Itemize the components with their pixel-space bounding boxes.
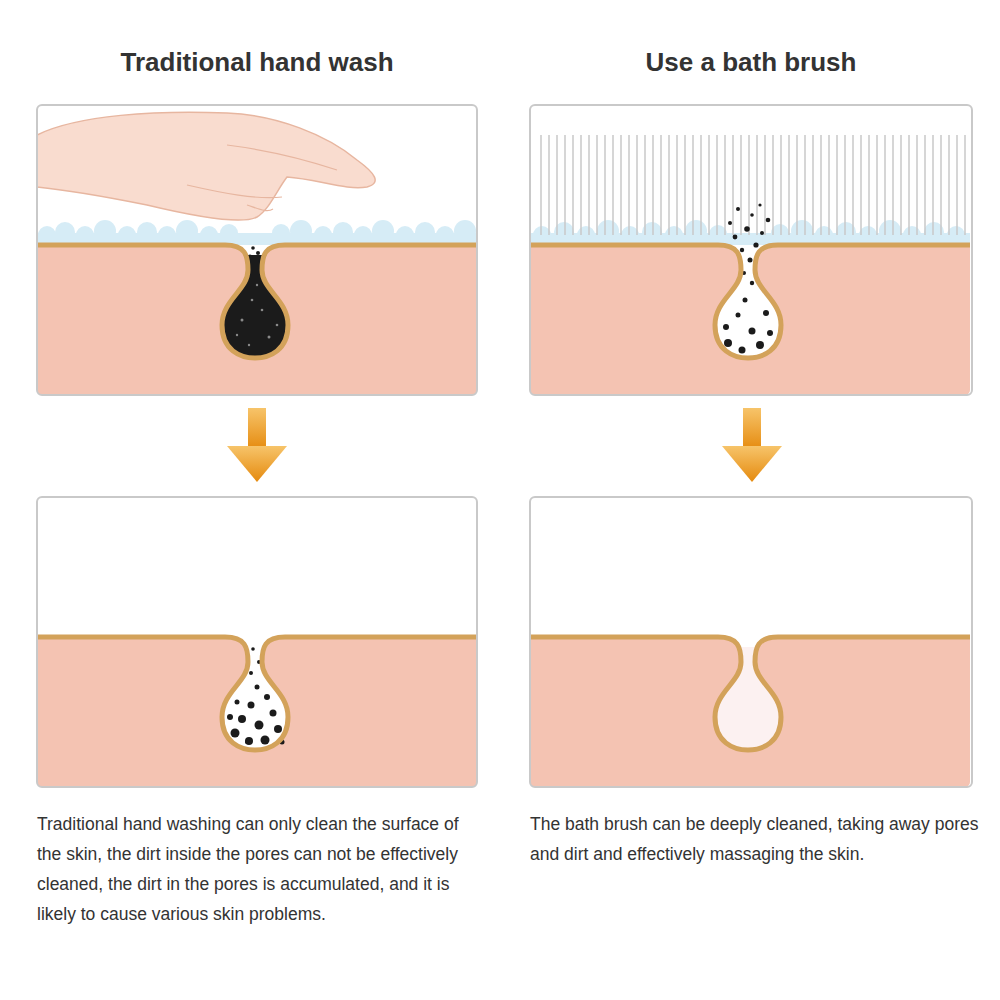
down-arrow bbox=[227, 408, 782, 482]
column-heading: Traditional hand wash bbox=[37, 46, 477, 78]
bath-brush-after bbox=[525, 497, 975, 797]
description-text: The bath brush can be deeply cleaned, ta… bbox=[530, 809, 990, 869]
bath-brush-before bbox=[525, 105, 975, 405]
description-text: Traditional hand washing can only clean … bbox=[37, 809, 487, 929]
hand-wash-after bbox=[32, 497, 482, 797]
hand-wash-before bbox=[32, 105, 482, 405]
column-heading: Use a bath brush bbox=[530, 46, 972, 78]
